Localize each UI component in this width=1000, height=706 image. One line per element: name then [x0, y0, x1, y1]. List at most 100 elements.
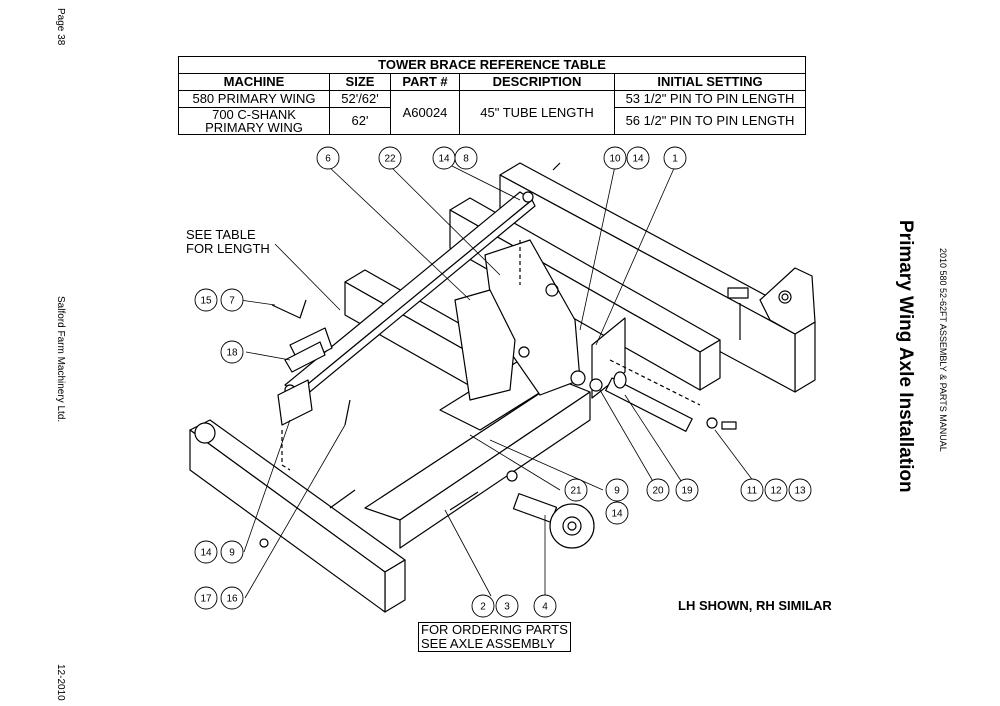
callout-9: 9	[605, 478, 629, 502]
callout-label: 14	[200, 548, 212, 559]
lh-shown-note: LH SHOWN, RH SIMILAR	[678, 598, 832, 613]
table-header-row: MACHINE SIZE PART # DESCRIPTION INITIAL …	[178, 73, 806, 91]
callout-circle	[220, 586, 244, 610]
callout-circle	[663, 146, 687, 170]
machine-line-1: 700 C-SHANK	[212, 107, 296, 122]
callout-circle	[454, 146, 478, 170]
callout-1: 1	[663, 146, 687, 170]
see-table-line-2: FOR LENGTH	[186, 241, 270, 256]
callout-label: 14	[438, 154, 450, 165]
callout-circle	[495, 594, 519, 618]
callout-circle	[605, 501, 629, 525]
callout-2: 2	[471, 594, 495, 618]
callout-label: 13	[794, 486, 806, 497]
callout-circle	[220, 288, 244, 312]
callout-circle	[564, 478, 588, 502]
cell-description: 45" TUBE LENGTH	[459, 90, 615, 135]
callout-label: 2	[480, 602, 486, 613]
cell-setting: 56 1/2" PIN TO PIN LENGTH	[614, 107, 806, 135]
callout-circle	[764, 478, 788, 502]
callout-circle	[605, 478, 629, 502]
callout-13: 13	[788, 478, 812, 502]
ordering-note: FOR ORDERING PARTS SEE AXLE ASSEMBLY	[418, 622, 571, 652]
callout-circle	[788, 478, 812, 502]
tower-brace-reference-table: TOWER BRACE REFERENCE TABLE MACHINE SIZE…	[178, 56, 806, 135]
callout-11: 11	[740, 478, 764, 502]
callout-16: 16	[220, 586, 244, 610]
callout-label: 9	[614, 486, 620, 497]
callout-circle	[378, 146, 402, 170]
callout-circle	[220, 540, 244, 564]
callout-label: 10	[609, 154, 621, 165]
callout-circle	[194, 288, 218, 312]
callout-label: 7	[229, 296, 235, 307]
callout-label: 9	[229, 548, 235, 559]
bolt-hardware	[259, 162, 561, 548]
callout-circle	[471, 594, 495, 618]
callout-label: 14	[611, 509, 623, 520]
mounting-bracket-right	[727, 267, 816, 335]
callout-label: 3	[504, 602, 510, 613]
callout-circle	[316, 146, 340, 170]
callout-18: 18	[220, 340, 244, 364]
callout-circle	[603, 146, 627, 170]
cell-size: 62'	[329, 107, 391, 135]
callout-3: 3	[495, 594, 519, 618]
cell-setting: 53 1/2" PIN TO PIN LENGTH	[614, 90, 806, 108]
callout-8: 8	[454, 146, 478, 170]
callout-6: 6	[316, 146, 340, 170]
callout-label: 14	[632, 154, 644, 165]
callout-14: 14	[605, 501, 629, 525]
callout-label: 17	[200, 594, 212, 605]
callout-17: 17	[194, 586, 218, 610]
callout-label: 8	[463, 154, 469, 165]
callout-circle	[626, 146, 650, 170]
callout-15: 15	[194, 288, 218, 312]
callout-label: 22	[384, 154, 396, 165]
callout-circle	[646, 478, 670, 502]
callout-label: 21	[570, 486, 582, 497]
callout-20: 20	[646, 478, 670, 502]
pivot-pin	[605, 371, 737, 432]
cell-machine: 700 C-SHANK PRIMARY WING	[178, 107, 330, 135]
callout-4: 4	[533, 594, 557, 618]
callout-circle	[533, 594, 557, 618]
header-description: DESCRIPTION	[459, 73, 615, 91]
callout-label: 15	[200, 296, 212, 307]
callout-label: 20	[652, 486, 664, 497]
spindle-hub	[512, 493, 595, 549]
callout-14: 14	[626, 146, 650, 170]
callout-19: 19	[675, 478, 699, 502]
see-table-line-1: SEE TABLE	[186, 227, 256, 242]
bottom-frame-tube	[189, 419, 406, 613]
callout-10: 10	[603, 146, 627, 170]
callout-14: 14	[194, 540, 218, 564]
callout-label: 6	[325, 154, 331, 165]
callout-21: 21	[564, 478, 588, 502]
callout-label: 19	[681, 486, 693, 497]
see-table-note: SEE TABLE FOR LENGTH	[186, 228, 270, 256]
callout-22: 22	[378, 146, 402, 170]
leader-lines	[239, 165, 761, 599]
callout-circle	[740, 478, 764, 502]
clevis-assembly	[277, 327, 333, 426]
callout-label: 18	[226, 348, 238, 359]
callout-circles: 6 22 14 8 10 14 1 15 7 18 21 9 14 20 19 11 12 13 14 9 17 16 2 3…	[194, 146, 812, 618]
tower-bracket	[454, 239, 586, 401]
callout-label: 12	[770, 486, 782, 497]
callout-circle	[675, 478, 699, 502]
machine-line-2: PRIMARY WING	[205, 120, 303, 135]
callout-label: 11	[747, 486, 758, 497]
ordering-note-line-1: FOR ORDERING PARTS	[421, 622, 568, 637]
callout-label: 1	[672, 154, 678, 165]
callout-label: 16	[226, 594, 238, 605]
callout-label: 4	[542, 602, 548, 613]
header-initial-setting: INITIAL SETTING	[614, 73, 806, 91]
callout-7: 7	[220, 288, 244, 312]
callout-circle	[220, 340, 244, 364]
callout-circle	[194, 540, 218, 564]
callout-12: 12	[764, 478, 788, 502]
callout-circle	[194, 586, 218, 610]
callout-9: 9	[220, 540, 244, 564]
